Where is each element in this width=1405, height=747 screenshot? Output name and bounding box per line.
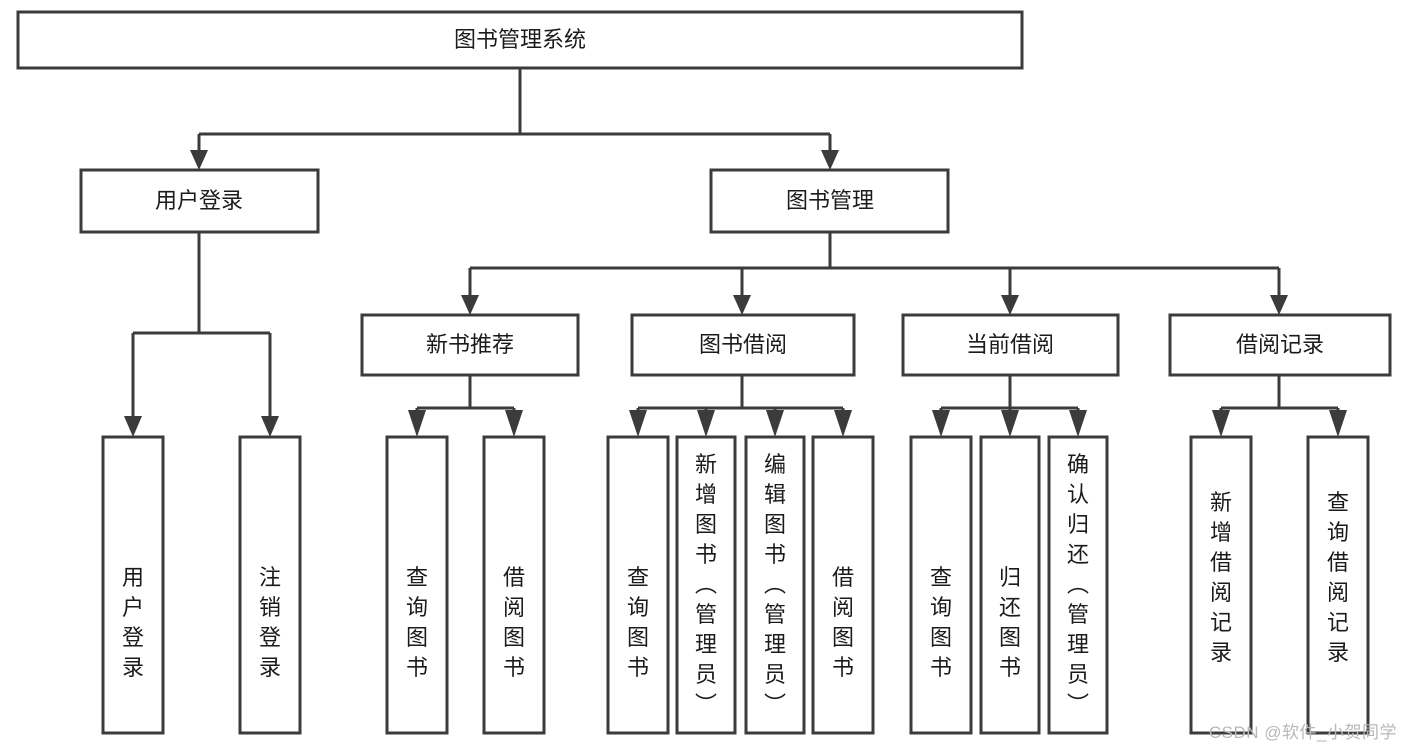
node-leaf-confirm-return-box[interactable]	[1047, 435, 1109, 735]
node-leaf-user-logout-label: 注销登录	[259, 565, 281, 680]
node-book-management[interactable]: 图书管理	[709, 168, 950, 234]
connector-user-login-to-leaves	[124, 232, 279, 437]
node-leaf-edit-book-box[interactable]	[744, 435, 806, 735]
node-leaf-add-book-label: 新增图书︵管理员︶	[695, 452, 717, 717]
connector-root-to-level2	[190, 68, 839, 170]
node-leaf-query-book-1[interactable]: 查询图书	[385, 435, 449, 735]
node-leaf-query-record-label: 查询借阅记录	[1327, 490, 1349, 665]
node-current-borrow-label: 当前借阅	[966, 332, 1054, 357]
connector-new-book-to-leaves	[408, 375, 523, 437]
node-leaf-query-book-2[interactable]: 查询图书	[606, 435, 670, 735]
node-leaf-return-book[interactable]: 归还图书	[979, 435, 1041, 735]
node-leaf-query-record[interactable]: 查询借阅记录	[1306, 435, 1370, 735]
arrow-head-leaf-query-record	[1329, 410, 1347, 437]
node-leaf-query-book-2-box[interactable]	[606, 435, 670, 735]
node-leaf-borrow-book-2-label: 借阅图书	[832, 565, 854, 680]
arrow-head-leaf-add-book	[697, 410, 715, 437]
node-leaf-borrow-book-1[interactable]: 借阅图书	[482, 435, 546, 735]
node-leaf-query-book-3-label: 查询图书	[930, 565, 952, 680]
node-user-login-box[interactable]	[79, 168, 320, 234]
node-book-borrow-label: 图书借阅	[699, 332, 787, 357]
connector-current-borrow-to-leaves	[932, 375, 1087, 437]
node-leaf-add-record-box[interactable]	[1189, 435, 1253, 735]
arrow-head-leaf-query-book-1	[408, 410, 426, 437]
node-new-book-recommend[interactable]: 新书推荐	[360, 313, 580, 377]
node-leaf-borrow-book-2-box[interactable]	[811, 435, 875, 735]
node-leaf-add-book[interactable]: 新增图书︵管理员︶	[675, 435, 737, 735]
node-user-login-label: 用户登录	[155, 188, 243, 213]
node-root-box[interactable]	[16, 10, 1024, 70]
node-borrow-record-label: 借阅记录	[1236, 332, 1324, 357]
node-book-management-label: 图书管理	[786, 188, 874, 213]
arrow-head-leaf-edit-book	[766, 410, 784, 437]
arrow-head-leaf-user-login	[124, 416, 142, 437]
node-leaf-confirm-return-label: 确认归还︵管理员︶	[1067, 452, 1089, 717]
node-new-book-recommend-box[interactable]	[360, 313, 580, 377]
node-borrow-record-box[interactable]	[1168, 313, 1392, 377]
node-leaf-add-book-box[interactable]	[675, 435, 737, 735]
node-root-label: 图书管理系统	[454, 27, 586, 52]
node-leaf-add-record[interactable]: 新增借阅记录	[1189, 435, 1253, 735]
node-leaf-query-book-1-label: 查询图书	[406, 565, 428, 680]
node-new-book-recommend-label: 新书推荐	[426, 332, 514, 357]
arrow-head-leaf-confirm-return	[1069, 410, 1087, 437]
node-leaf-query-book-3-box[interactable]	[909, 435, 973, 735]
arrow-head-leaf-user-logout	[261, 416, 279, 437]
node-current-borrow[interactable]: 当前借阅	[901, 313, 1120, 377]
connector-borrow-record-to-leaves	[1212, 375, 1347, 437]
connector-book-management-to-level3	[461, 232, 1288, 315]
node-book-borrow[interactable]: 图书借阅	[630, 313, 856, 377]
node-leaf-borrow-book-1-box[interactable]	[482, 435, 546, 735]
arrow-head-new-book-recommend	[461, 295, 479, 315]
node-leaf-query-book-1-box[interactable]	[385, 435, 449, 735]
node-leaf-query-record-box[interactable]	[1306, 435, 1370, 735]
node-leaf-return-book-box[interactable]	[979, 435, 1041, 735]
arrow-head-leaf-return-book	[1001, 410, 1019, 437]
arrow-head-leaf-borrow-book-2	[834, 410, 852, 437]
node-book-borrow-box[interactable]	[630, 313, 856, 377]
node-root[interactable]: 图书管理系统	[16, 10, 1024, 70]
arrow-head-current-borrow	[1001, 295, 1019, 315]
node-leaf-query-book-2-label: 查询图书	[627, 565, 649, 680]
arrow-head-user-login	[190, 150, 208, 170]
node-current-borrow-box[interactable]	[901, 313, 1120, 377]
node-borrow-record[interactable]: 借阅记录	[1168, 313, 1392, 377]
node-leaf-user-login[interactable]: 用户登录	[101, 435, 165, 735]
node-leaf-confirm-return[interactable]: 确认归还︵管理员︶	[1047, 435, 1109, 735]
node-leaf-borrow-book-1-label: 借阅图书	[503, 565, 525, 680]
node-user-login[interactable]: 用户登录	[79, 168, 320, 234]
node-book-management-box[interactable]	[709, 168, 950, 234]
arrow-head-leaf-query-book-2	[629, 410, 647, 437]
node-leaf-edit-book-label: 编辑图书︵管理员︶	[764, 452, 786, 717]
connector-book-borrow-to-leaves	[629, 375, 852, 437]
node-leaf-query-book-3[interactable]: 查询图书	[909, 435, 973, 735]
arrow-head-book-borrow	[733, 295, 751, 315]
node-leaf-user-logout-box[interactable]	[238, 435, 302, 735]
arrow-head-leaf-borrow-book-1	[505, 410, 523, 437]
node-leaf-borrow-book-2[interactable]: 借阅图书	[811, 435, 875, 735]
arrow-head-leaf-query-book-3	[932, 410, 950, 437]
arrow-head-leaf-add-record	[1212, 410, 1230, 437]
arrow-head-book-management	[821, 150, 839, 170]
node-leaf-edit-book[interactable]: 编辑图书︵管理员︶	[744, 435, 806, 735]
node-leaf-user-logout[interactable]: 注销登录	[238, 435, 302, 735]
arrow-head-borrow-record	[1270, 295, 1288, 315]
node-leaf-add-record-label: 新增借阅记录	[1210, 490, 1232, 665]
node-leaf-return-book-label: 归还图书	[999, 565, 1021, 680]
node-leaf-user-login-box[interactable]	[101, 435, 165, 735]
node-leaf-user-login-label: 用户登录	[122, 565, 144, 680]
